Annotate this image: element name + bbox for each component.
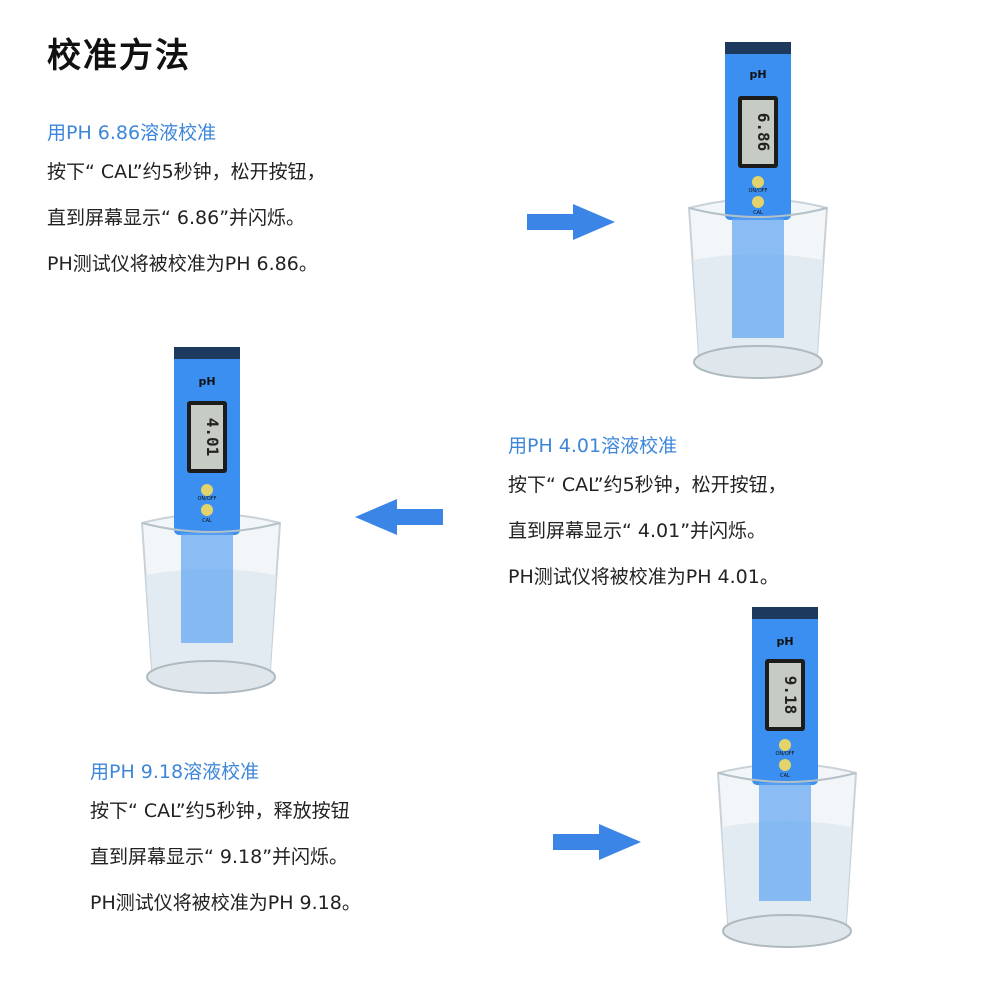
cal-label: CAL [753,210,763,216]
step-ph918: 用PH 9.18溶液校准 按下“ CAL”约5秒钟，释放按钮 直到屏幕显示“ 9… [90,757,361,937]
meter-label: pH [776,635,793,648]
power-button-icon [779,739,791,751]
step-heading: 用PH 4.01溶液校准 [508,435,678,457]
step-line: PH测试仪将被校准为PH 6.86。 [47,253,318,275]
ph-meter-in-glass: pH 6.86 ON/OFF CAL [687,42,829,379]
step-line: PH测试仪将被校准为PH 4.01。 [508,566,779,588]
step-heading: 用PH 6.86溶液校准 [47,122,217,144]
lcd-screen [769,663,801,727]
lcd-readout: 6.86 [754,113,773,152]
step-line: 直到屏幕显示“ 6.86”并闪烁。 [47,207,306,229]
ph-meter-in-glass: pH 4.01 ON/OFF CAL [140,347,282,694]
step-line: 按下“ CAL”约5秒钟，松开按钮， [508,474,787,496]
power-button-icon [752,176,764,188]
lcd-screen [191,405,223,469]
meter-label: pH [749,68,766,81]
cal-label: CAL [780,773,790,779]
power-label: ON/OFF [197,496,216,502]
step-line: 直到屏幕显示“ 4.01”并闪烁。 [508,520,767,542]
cal-label: CAL [202,518,212,524]
meter-label: pH [198,375,215,388]
lcd-screen [742,100,774,164]
step-line: 按下“ CAL”约5秒钟，松开按钮， [47,161,326,183]
step-line: 按下“ CAL”约5秒钟，释放按钮 [90,800,350,822]
step-ph686: 用PH 6.86溶液校准 按下“ CAL”约5秒钟，松开按钮， 直到屏幕显示“ … [47,118,326,298]
cal-button-icon [752,196,764,208]
ph-meter-in-glass: pH 9.18 ON/OFF CAL [716,607,858,948]
page-title: 校准方法 [47,36,191,76]
power-button-icon [201,484,213,496]
power-label: ON/OFF [775,751,794,757]
arrow-right-icon [553,824,641,860]
arrow-left-icon [355,499,443,535]
arrow-right-icon [527,204,615,240]
lcd-readout: 4.01 [203,418,222,457]
step-line: PH测试仪将被校准为PH 9.18。 [90,892,361,914]
step-ph401: 用PH 4.01溶液校准 按下“ CAL”约5秒钟，松开按钮， 直到屏幕显示“ … [508,431,787,611]
power-label: ON/OFF [748,188,767,194]
cal-button-icon [779,759,791,771]
step-heading: 用PH 9.18溶液校准 [90,761,260,783]
lcd-readout: 9.18 [781,676,800,715]
step-line: 直到屏幕显示“ 9.18”并闪烁。 [90,846,349,868]
cal-button-icon [201,504,213,516]
